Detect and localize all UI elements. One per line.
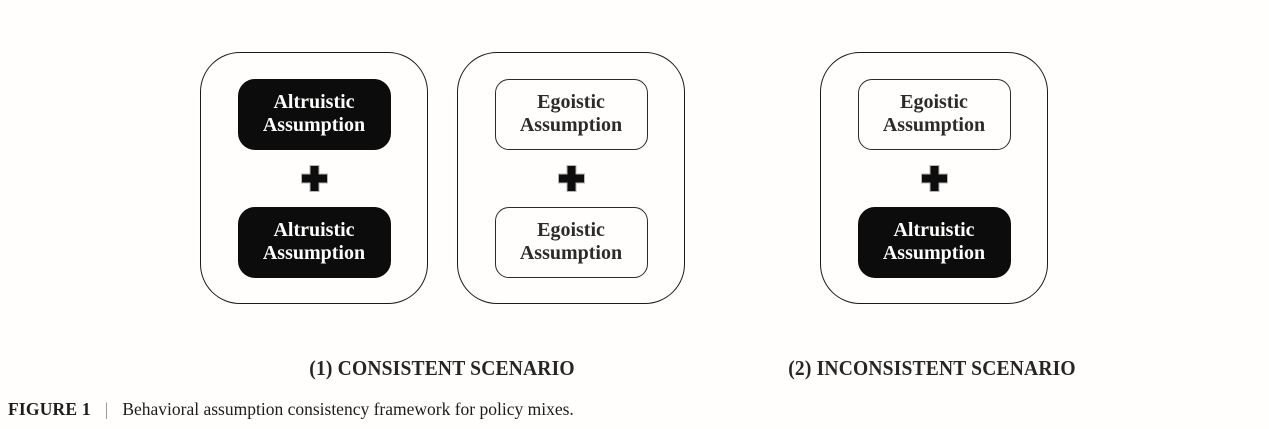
plus-icon [300,164,328,192]
assumption-box-altruistic: Altruistic Assumption [857,206,1011,278]
plus-icon [920,164,948,192]
assumption-box-egoistic: Egoistic Assumption [857,78,1011,150]
figure-caption: FIGURE 1 | Behavioral assumption consisten… [8,399,574,420]
figure-caption-text: Behavioral assumption consistency framew… [122,399,574,419]
panel-egoistic-pair: Egoistic Assumption Egoistic Assumption [457,52,685,304]
caption-separator: | [104,399,109,419]
assumption-box-egoistic: Egoistic Assumption [494,78,648,150]
figure-label: FIGURE 1 [8,399,91,419]
scenario-1-label: (1) CONSISTENT SCENARIO [309,356,575,380]
assumption-box-altruistic: Altruistic Assumption [237,78,391,150]
panel-mixed-pair: Egoistic Assumption Altruistic Assumptio… [820,52,1048,304]
assumption-box-altruistic: Altruistic Assumption [237,206,391,278]
plus-icon [557,164,585,192]
assumption-box-egoistic: Egoistic Assumption [494,206,648,278]
scenario-2-label: (2) INCONSISTENT SCENARIO [788,356,1076,380]
panel-altruistic-pair: Altruistic Assumption Altruistic Assumpt… [200,52,428,304]
